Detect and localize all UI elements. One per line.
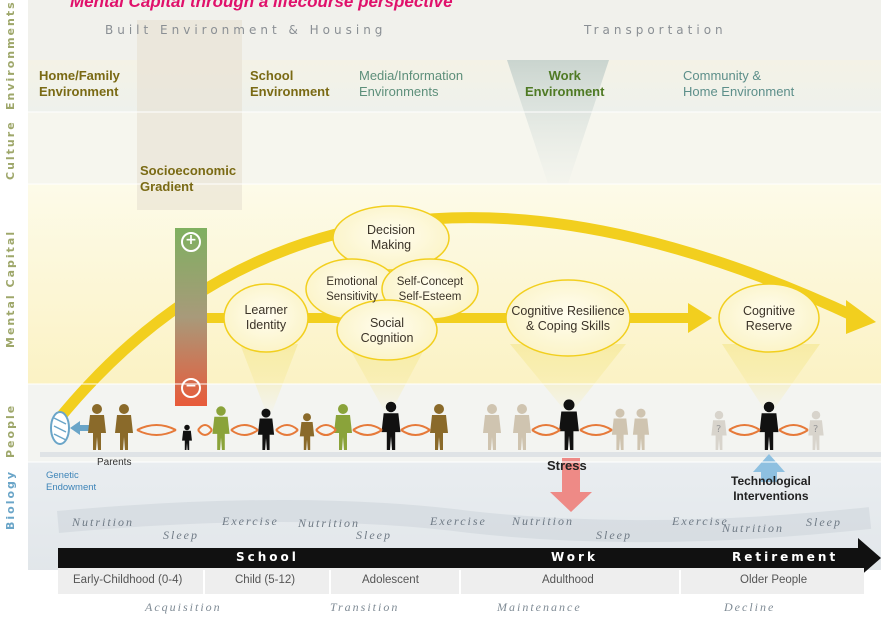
person-figure bbox=[430, 404, 448, 450]
learner-identity-bubble: Learner Identity bbox=[244, 303, 288, 332]
timeline-retirement: Retirement bbox=[732, 550, 839, 564]
stage-early-childhood: Early-Childhood (0-4) bbox=[73, 574, 183, 586]
interaction-arc bbox=[197, 429, 213, 436]
biology-word: Nutrition bbox=[722, 521, 785, 535]
biology-word: Exercise bbox=[222, 514, 279, 528]
interaction-arc bbox=[531, 429, 561, 436]
technological-interventions-label: Technological Interventions bbox=[731, 474, 811, 503]
biology-word: Sleep bbox=[163, 528, 199, 542]
question-mark: ? bbox=[813, 424, 818, 435]
activity-transition: Transition bbox=[330, 600, 400, 614]
stress-arrow bbox=[550, 492, 592, 512]
interaction-arc bbox=[230, 429, 259, 436]
dna-icon bbox=[50, 411, 70, 445]
plus-icon: + bbox=[185, 232, 197, 248]
biology-word: Exercise bbox=[672, 514, 729, 528]
community-environment: Community & Home Environment bbox=[683, 68, 795, 99]
interaction-arc bbox=[352, 429, 383, 436]
side-label-culture: Culture bbox=[4, 120, 17, 180]
side-label-biology: Biology bbox=[4, 469, 17, 530]
interaction-arc bbox=[315, 429, 337, 436]
stage-child: Child (5-12) bbox=[235, 574, 296, 586]
side-label-people: People bbox=[4, 403, 17, 458]
person-figure bbox=[483, 404, 501, 450]
socioeconomic-gradient-label: Socioeconomic Gradient bbox=[140, 163, 237, 194]
interaction-arc bbox=[136, 424, 177, 431]
person-figure bbox=[115, 404, 133, 450]
interaction-arc bbox=[579, 429, 613, 436]
person-figure bbox=[182, 424, 192, 450]
biology-word: Nutrition bbox=[72, 515, 135, 529]
timeline-school: School bbox=[236, 550, 299, 564]
work-environment: Work Environment bbox=[525, 68, 605, 99]
person-figure bbox=[808, 410, 824, 450]
stress-label: Stress bbox=[547, 458, 587, 473]
person-figure bbox=[559, 399, 579, 450]
social-cognition-bubble: Social Cognition bbox=[360, 316, 414, 345]
person-figure bbox=[381, 401, 401, 450]
person-figure bbox=[611, 408, 629, 450]
interaction-arc bbox=[230, 424, 259, 431]
person-figure bbox=[257, 408, 275, 450]
biology-word: Nutrition bbox=[298, 516, 361, 530]
decision-making-bubble: Decision Making bbox=[367, 223, 415, 252]
socioeconomic-bar bbox=[175, 228, 207, 406]
parents-label: Parents bbox=[97, 457, 132, 468]
interaction-arc bbox=[275, 429, 299, 436]
interaction-arc bbox=[352, 424, 383, 431]
cognitive-resilience-bubble: Cognitive Resilience & Coping Skills bbox=[511, 304, 625, 333]
timeline-work: Work bbox=[551, 550, 598, 564]
interaction-arc bbox=[579, 424, 613, 431]
tech-arrow bbox=[753, 454, 785, 472]
minus-icon: − bbox=[185, 378, 197, 394]
biology-word: Sleep bbox=[356, 528, 392, 542]
person-figure bbox=[632, 408, 650, 450]
interaction-arc bbox=[136, 429, 177, 436]
side-label-environments: Environments bbox=[4, 0, 17, 110]
stage-adulthood: Adulthood bbox=[542, 574, 594, 586]
page-title: Mental Capital through a lifecourse pers… bbox=[70, 0, 453, 11]
interaction-arc bbox=[531, 424, 561, 431]
interaction-arc bbox=[197, 424, 213, 431]
self-concept-bubble: Self-Concept Self-Esteem bbox=[396, 276, 464, 303]
side-label-mental-capital: Mental Capital bbox=[4, 229, 17, 348]
activity-acquisition: Acquisition bbox=[145, 600, 222, 614]
interaction-arc bbox=[400, 424, 431, 431]
person-figure bbox=[759, 401, 779, 450]
built-environment-label: Built Environment & Housing bbox=[105, 23, 387, 37]
interaction-arc bbox=[275, 424, 299, 431]
home-family-environment: Home/Family Environment bbox=[39, 68, 120, 99]
person-figure bbox=[299, 413, 315, 450]
person-figure bbox=[711, 410, 727, 450]
stage-adolescent: Adolescent bbox=[362, 574, 419, 586]
genetic-endowment-label: Genetic Endowment bbox=[46, 470, 97, 493]
interaction-arc bbox=[728, 424, 761, 431]
biology-word: Nutrition bbox=[512, 514, 575, 528]
interaction-arc bbox=[778, 424, 809, 431]
person-figure bbox=[212, 406, 230, 450]
biology-word: Sleep bbox=[806, 515, 842, 529]
person-figure bbox=[88, 404, 106, 450]
school-environment: School Environment bbox=[250, 68, 330, 99]
biology-word: Exercise bbox=[430, 514, 487, 528]
question-mark: ? bbox=[716, 424, 721, 435]
person-figure bbox=[513, 404, 531, 450]
activity-decline: Decline bbox=[724, 600, 776, 614]
interaction-arc bbox=[400, 429, 431, 436]
interaction-arc bbox=[778, 429, 809, 436]
interaction-arc bbox=[315, 424, 337, 431]
person-figure bbox=[334, 404, 352, 450]
interaction-arc bbox=[728, 429, 761, 436]
stage-older-people: Older People bbox=[740, 574, 808, 586]
transportation-label: Transportation bbox=[584, 23, 727, 37]
biology-word: Sleep bbox=[596, 528, 632, 542]
media-environment: Media/Information Environments bbox=[359, 68, 464, 99]
emotional-sensitivity-bubble: Emotional Sensitivity bbox=[326, 276, 378, 303]
cognitive-reserve-bubble: Cognitive Reserve bbox=[742, 304, 796, 333]
activity-maintenance: Maintenance bbox=[497, 600, 582, 614]
